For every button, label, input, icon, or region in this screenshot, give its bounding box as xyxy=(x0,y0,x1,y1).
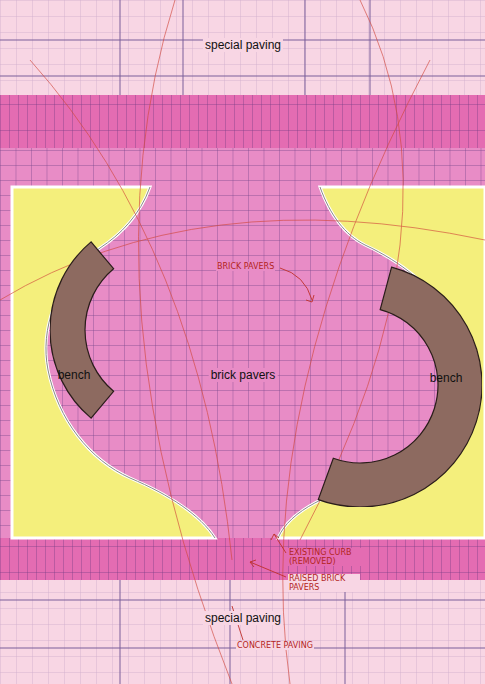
curb-edge xyxy=(46,187,215,538)
note-label: CONCRETE PAVING xyxy=(236,641,314,650)
paving-zone: special paving xyxy=(0,580,485,684)
note-label: RAISED BRICK PAVERS xyxy=(288,574,360,592)
bench: bench xyxy=(238,263,482,507)
zone-label: special paving xyxy=(203,611,283,625)
paving-zone: brick pavers xyxy=(150,148,320,538)
planting-area xyxy=(278,187,485,538)
band-grid xyxy=(0,95,485,148)
paving-band xyxy=(0,95,485,148)
paving-zone: special paving xyxy=(0,0,485,95)
band-grid xyxy=(0,538,485,580)
planting-area xyxy=(12,187,215,538)
bench-outline xyxy=(50,242,114,418)
bench-shape xyxy=(50,215,280,445)
note-label: EXISTING CURB (REMOVED) xyxy=(288,548,368,566)
zone-label: brick pavers xyxy=(209,368,278,382)
bench-label: bench xyxy=(428,371,465,385)
brick-plaza xyxy=(0,148,485,538)
bench: bench xyxy=(50,215,280,445)
note-label: BRICK PAVERS xyxy=(216,262,275,271)
brick-grid xyxy=(0,148,485,538)
paving-band xyxy=(0,538,485,580)
bench-shape xyxy=(238,263,482,507)
zone-label: special paving xyxy=(203,38,283,52)
bench-label: bench xyxy=(56,368,93,382)
bench-outline xyxy=(318,267,482,507)
